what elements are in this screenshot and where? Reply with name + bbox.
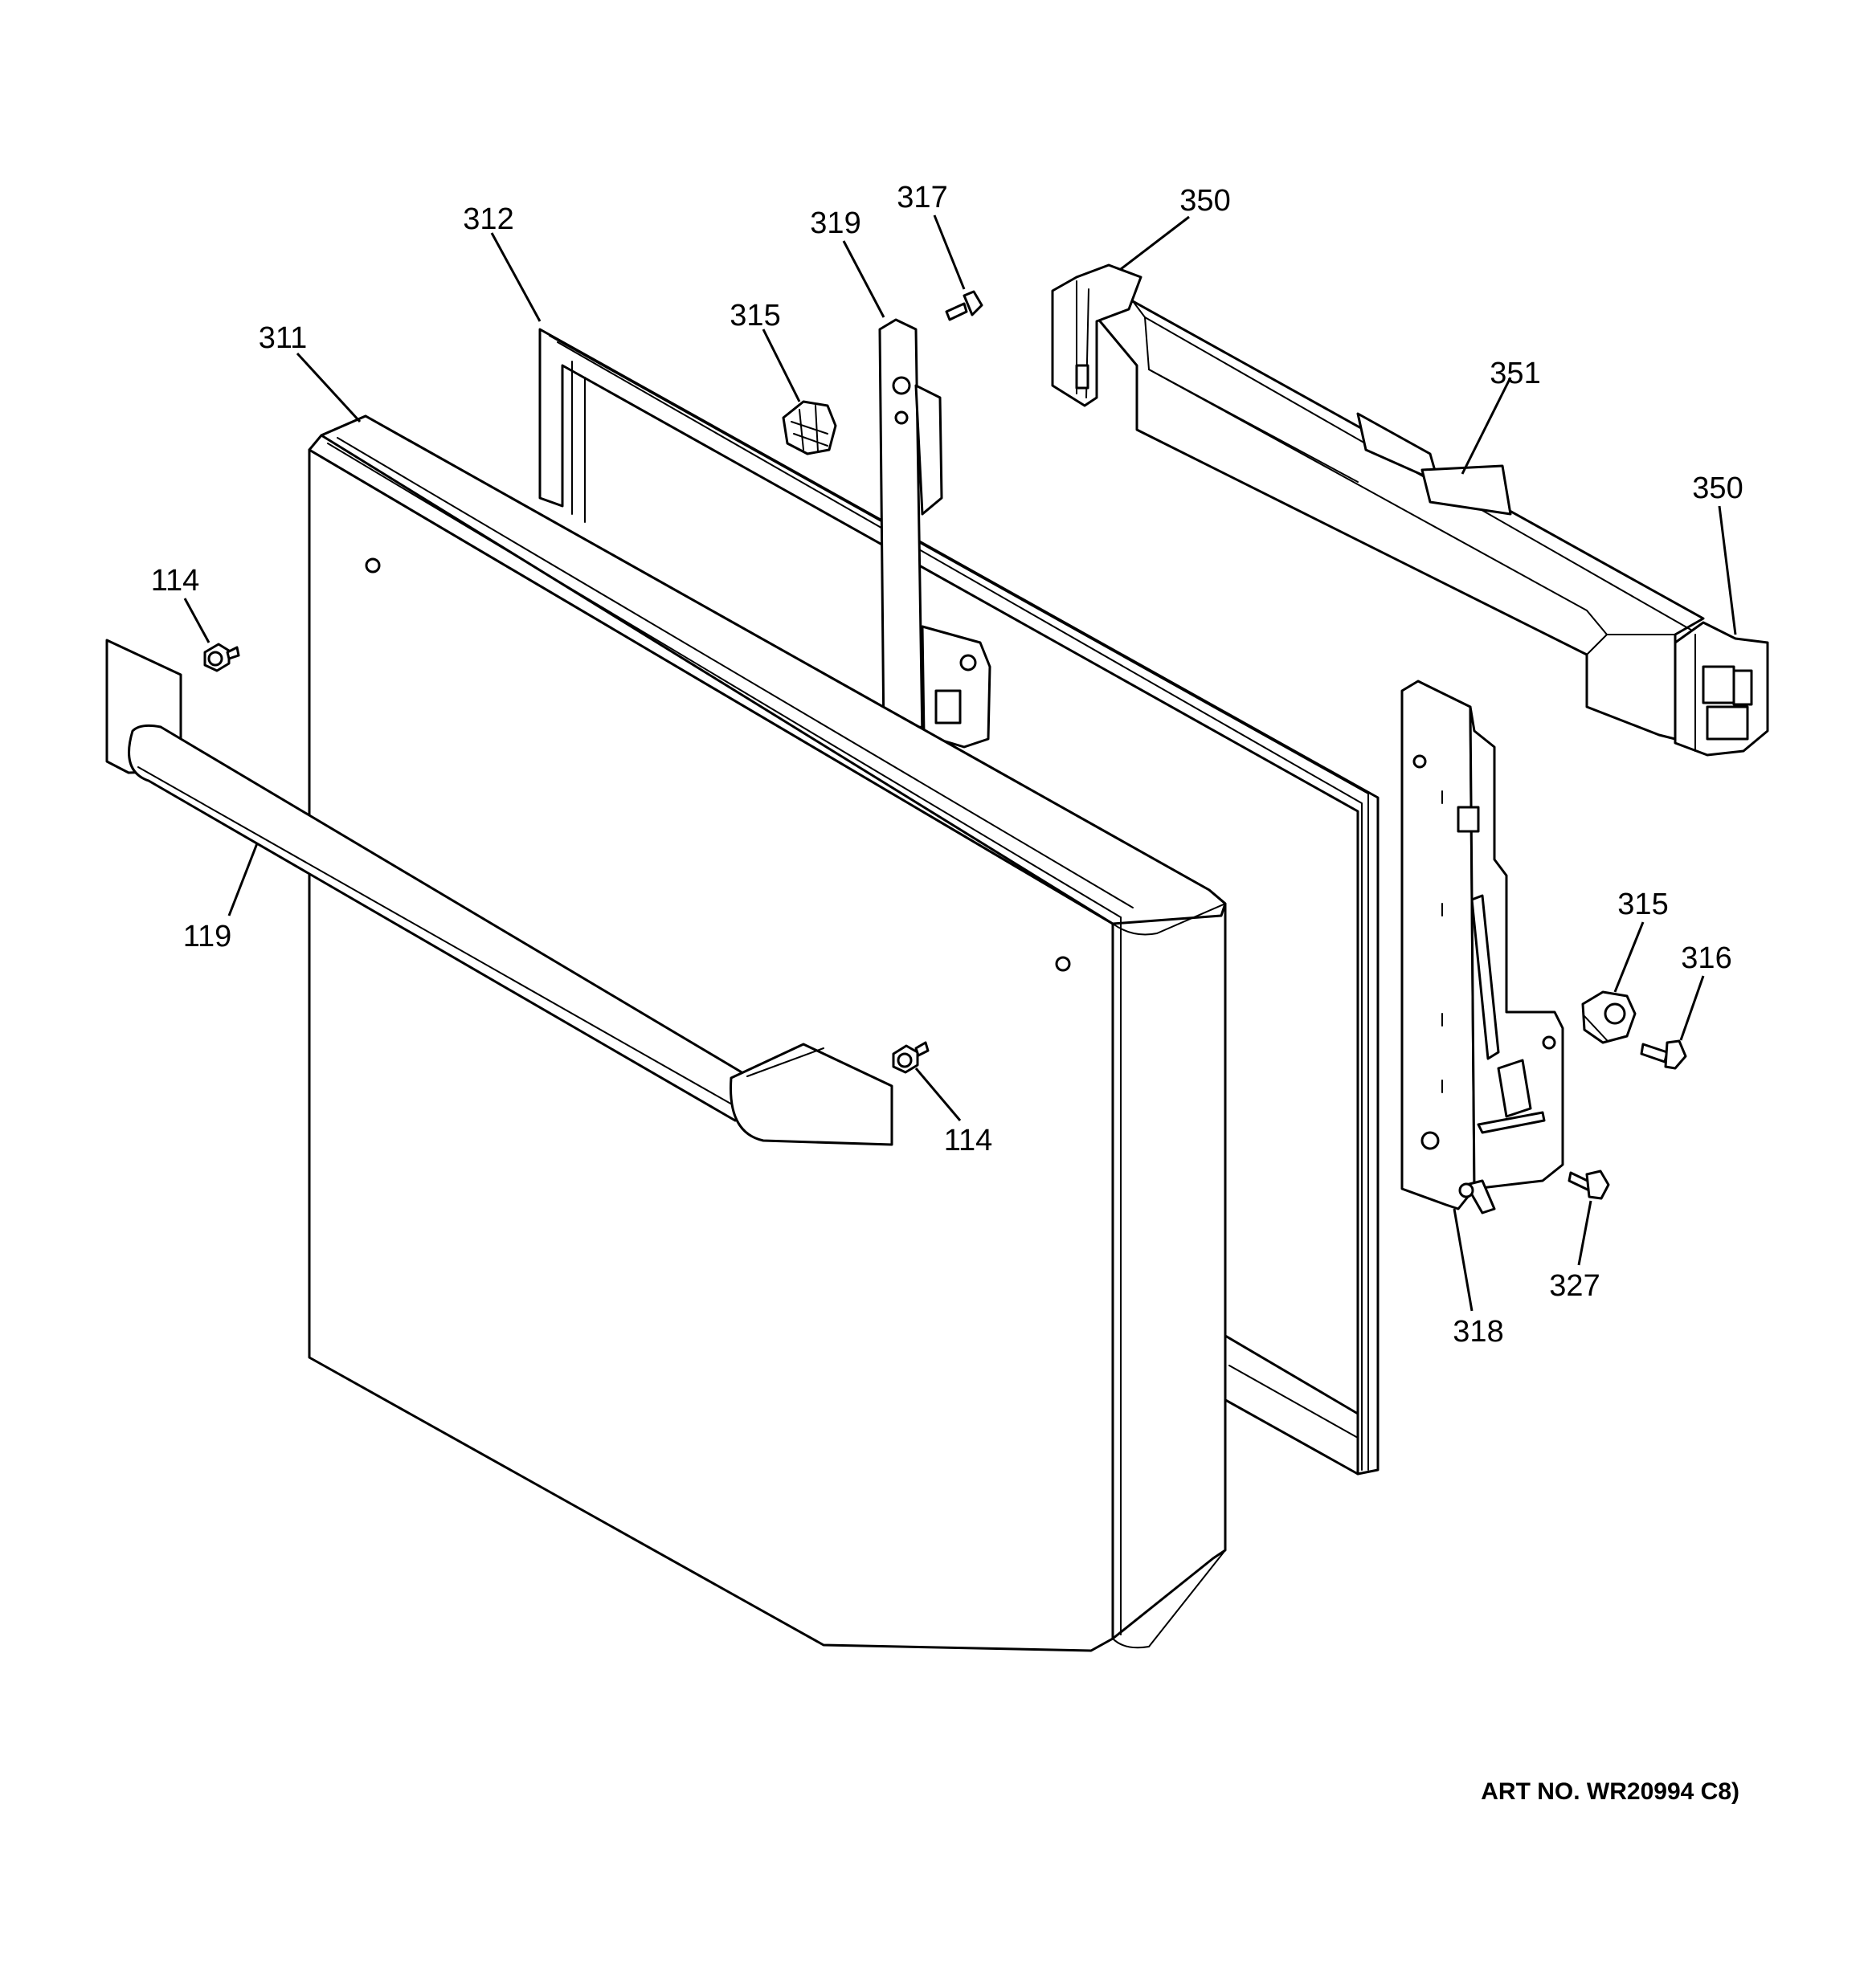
callout-312: 312 [463, 202, 513, 236]
callout-350-upper: 350 [1179, 184, 1230, 218]
callout-114-left: 114 [151, 564, 200, 598]
leader-350-upper [1120, 215, 1190, 271]
leader-351 [1461, 377, 1512, 475]
left-hinge-bracket [878, 318, 991, 753]
door-gasket [538, 328, 1380, 1476]
callout-311: 311 [259, 321, 308, 355]
duct-end-cap-350-lower [1674, 621, 1769, 757]
callout-319: 319 [810, 206, 860, 240]
leader-315-upper [762, 329, 801, 402]
callout-350-lower: 350 [1692, 471, 1743, 505]
leader-114-left [183, 598, 211, 643]
art-number: ART NO. WR20994 C8) [1481, 1778, 1739, 1805]
leader-311 [296, 352, 362, 423]
leader-lines [183, 214, 1737, 1312]
callout-316: 316 [1681, 941, 1731, 975]
callout-114-right: 114 [944, 1124, 993, 1157]
screw-316 [1640, 1039, 1687, 1070]
leader-319 [842, 240, 885, 318]
door-handle [105, 639, 893, 1146]
leader-318 [1453, 1208, 1474, 1312]
leader-312 [490, 232, 542, 322]
callout-labels: 312 311 315 319 317 350 351 350 114 119 … [151, 181, 1743, 1349]
door-panel [308, 414, 1227, 1652]
leader-316 [1679, 975, 1705, 1041]
cam-nut-315-upper [782, 400, 837, 455]
vent-duct [1095, 300, 1705, 741]
screw-327 [1568, 1170, 1610, 1200]
callout-317: 317 [897, 181, 947, 214]
leader-350-lower [1718, 505, 1737, 635]
callout-318: 318 [1453, 1315, 1503, 1349]
callout-119: 119 [183, 920, 232, 953]
leader-315-lower [1613, 921, 1645, 993]
right-hinge-bracket [1400, 680, 1564, 1214]
callout-327: 327 [1549, 1269, 1600, 1303]
screw-114-right [892, 1041, 930, 1074]
leader-119 [227, 843, 259, 916]
leader-327 [1577, 1200, 1592, 1266]
screw-317 [945, 290, 983, 321]
callout-315-lower: 315 [1617, 888, 1668, 921]
leader-317 [933, 214, 966, 290]
callout-351: 351 [1490, 357, 1540, 390]
screw-114-left [203, 643, 240, 672]
callout-315-upper: 315 [730, 299, 780, 333]
leader-114-right [914, 1067, 962, 1121]
duct-end-cap-350-upper [1051, 263, 1142, 407]
cam-nut-315-lower [1581, 990, 1637, 1044]
